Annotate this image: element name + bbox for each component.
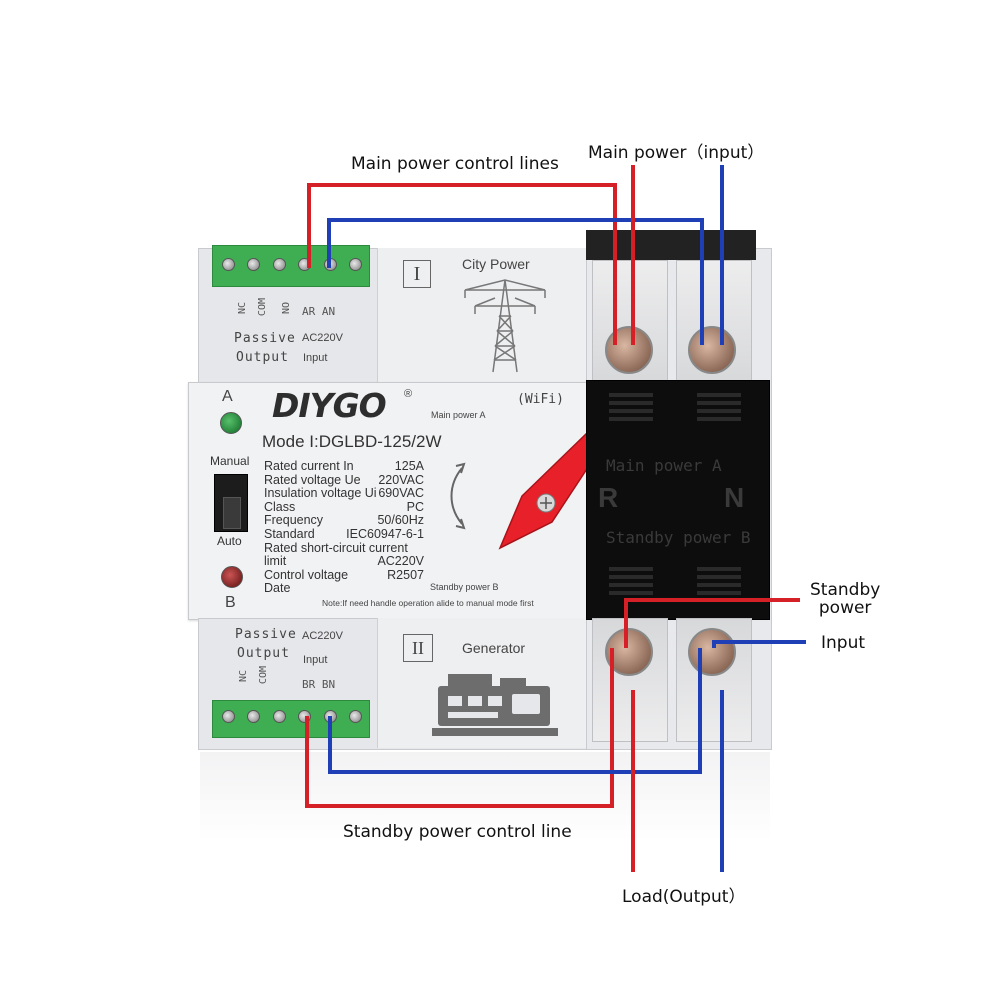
- spec-label: Class: [264, 499, 296, 514]
- top-module-label-panel: [377, 248, 587, 384]
- spec-label: Frequency: [264, 513, 324, 528]
- rotate-arrow-icon: [450, 462, 466, 530]
- bottom-terminal-screws: [222, 710, 362, 726]
- terminal-screw[interactable]: [348, 710, 362, 723]
- top-terminal-screw-n: [688, 326, 736, 374]
- top-module-name: City Power: [462, 256, 530, 272]
- standby-power-b-small-label: Standby power B: [430, 582, 499, 592]
- top-ac220v-label: AC220V: [302, 332, 343, 344]
- standby-input-line-red: [624, 598, 800, 648]
- bottom-roman-box: II: [403, 634, 433, 662]
- indicator-b-label: B: [225, 594, 236, 611]
- spec-value: IEC60947-6-1: [346, 526, 424, 541]
- power-tower-icon: [464, 279, 546, 373]
- callout-main-power-control-lines: Main power control lines: [351, 154, 559, 174]
- spec-label: Control voltage: [264, 567, 349, 582]
- generator-icon: [432, 674, 558, 736]
- cover-main-power-a: Main power A: [606, 456, 722, 475]
- spec-value: 220VAC: [378, 472, 424, 487]
- note-label: Note:If need handle operation alide to m…: [322, 598, 534, 608]
- callout-standby-power: Standby power: [810, 580, 881, 618]
- mode-switch-knob[interactable]: [223, 497, 241, 529]
- top-output-label: Output: [236, 350, 289, 365]
- bottom-terminal-block: [212, 700, 370, 738]
- callout-main-power-input: Main power（input）: [588, 143, 765, 163]
- auto-label: Auto: [217, 534, 242, 548]
- standby-control-line-red: [305, 648, 614, 808]
- top-roman-box: I: [403, 260, 431, 288]
- cover-n-label: N: [724, 482, 745, 513]
- spec-value: AC220V: [377, 554, 424, 569]
- black-cover: [586, 380, 770, 620]
- brand-logo: DIYGO: [272, 386, 387, 425]
- terminal-screw[interactable]: [247, 710, 261, 723]
- bottom-input-label: Input: [303, 654, 328, 666]
- wifi-label: (WiFi): [517, 392, 564, 407]
- top-terminal-screw-r: [605, 326, 653, 374]
- indicator-b-led: [221, 566, 243, 588]
- bottom-output-label: Output: [237, 646, 290, 661]
- terminal-screw[interactable]: [272, 710, 286, 723]
- callout-standby-power-control-line: Standby power control line: [343, 822, 572, 842]
- mode-switch[interactable]: [214, 474, 248, 532]
- reflection: [200, 752, 770, 842]
- terminal-screw[interactable]: [222, 710, 235, 723]
- terminal-screw[interactable]: [348, 258, 362, 271]
- spec-value: 690VAC: [378, 486, 424, 501]
- spec-label: Rated current In: [264, 459, 354, 473]
- main-control-line-blue: [327, 218, 704, 345]
- top-input-label: Input: [303, 352, 328, 364]
- bottom-terminal-screw-n: [688, 628, 736, 676]
- spec-value: R2507: [387, 567, 424, 582]
- top-passive-label: Passive: [234, 331, 296, 346]
- manual-label: Manual: [210, 454, 250, 468]
- standby-control-line-blue: [328, 648, 702, 774]
- spec-value: 125A: [394, 459, 424, 473]
- top-terminal-block: [212, 245, 370, 287]
- top-ar-an-label: AR AN: [302, 305, 336, 318]
- spec-label: Date: [264, 581, 291, 596]
- spec-label: Rated short-circuit current limit: [264, 540, 408, 569]
- terminal-screw[interactable]: [222, 258, 235, 271]
- cover-r-label: R: [598, 482, 619, 513]
- bottom-passive-label: Passive: [235, 627, 297, 642]
- terminal-screw[interactable]: [272, 258, 286, 271]
- indicator-a-label: A: [222, 388, 233, 405]
- spec-label: Rated voltage Ue: [264, 472, 361, 487]
- spec-value: 50/60Hz: [377, 513, 424, 528]
- main-power-a-small-label: Main power A: [431, 410, 486, 420]
- bottom-br-bn-label: BR BN: [302, 678, 336, 691]
- terminal-screw[interactable]: [247, 258, 261, 271]
- main-control-line-red: [307, 183, 617, 345]
- standby-input-line-blue: [712, 640, 806, 648]
- spec-label: Insulation voltage Ui: [264, 486, 377, 501]
- spec-value: PC: [406, 499, 424, 514]
- cover-standby-power-b: Standby power B: [606, 528, 751, 547]
- callout-input: Input: [821, 633, 866, 653]
- bottom-module-name: Generator: [462, 640, 526, 656]
- spec-label: Standard: [264, 526, 315, 541]
- callout-load-output: Load(Output）: [622, 887, 746, 907]
- registered-mark: ®: [404, 388, 413, 400]
- indicator-a-led: [220, 412, 242, 434]
- bottom-ac220v-label: AC220V: [302, 630, 343, 642]
- transfer-handle[interactable]: [488, 430, 610, 552]
- model-label: Mode I:DGLBD-125/2W: [262, 432, 442, 451]
